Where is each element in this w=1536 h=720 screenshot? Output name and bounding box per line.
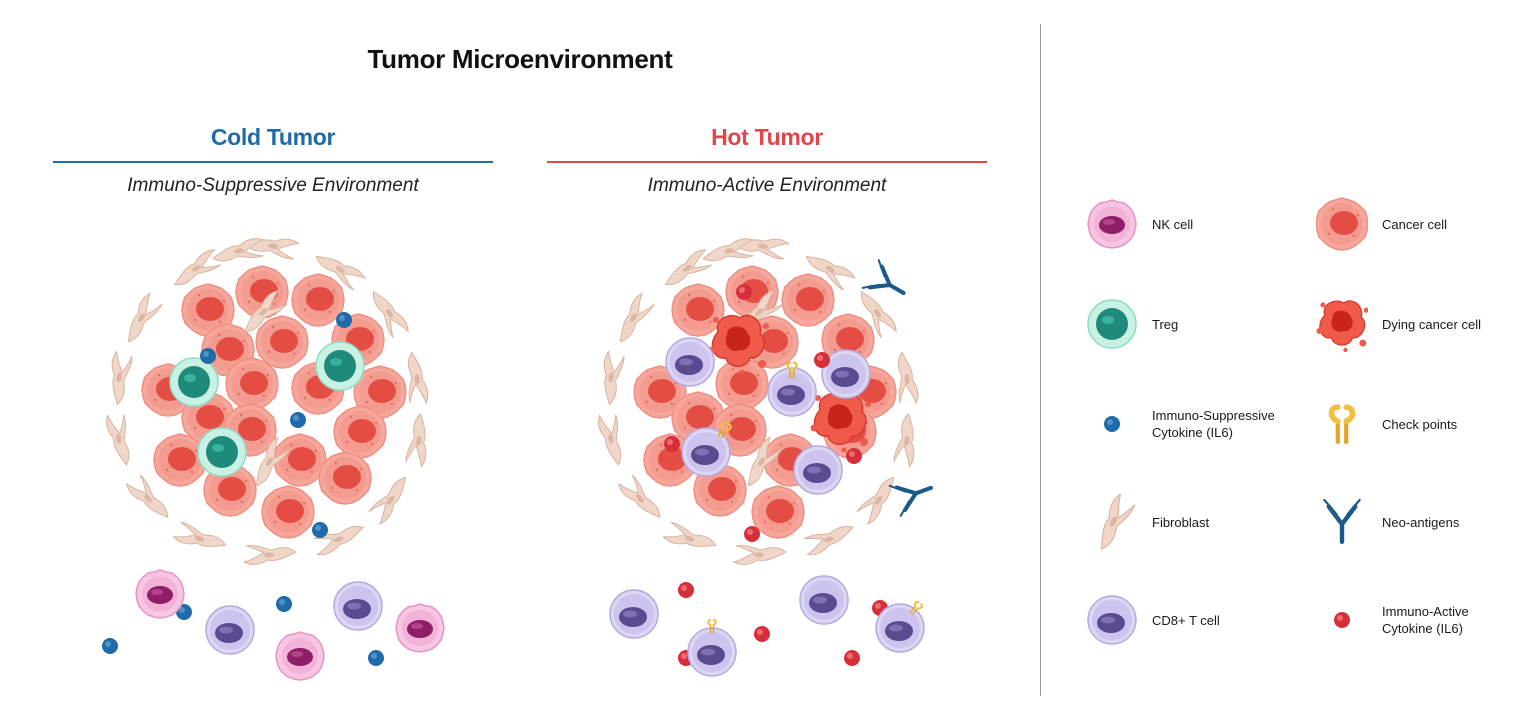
hot-tumor-illustration: [596, 231, 939, 677]
cold-tumor-subtitle: Immuno-Suppressive Environment: [127, 175, 419, 196]
legend-cd8-t-cell: CD8+ T cell: [1086, 592, 1220, 648]
legend-check-points: Check points: [1316, 396, 1457, 452]
legend-dying-cancer-cell: Dying cancer cell: [1316, 296, 1481, 352]
hot-cd8-t-cells-outside: [609, 575, 925, 677]
legend-suppressive-cytokine: Immuno-Suppressive Cytokine (IL6): [1086, 396, 1275, 452]
legend-dying-cancer-cell-label: Dying cancer cell: [1382, 316, 1481, 332]
neo-antigen-icon: [1316, 494, 1368, 550]
tumor-scene: [102, 231, 939, 681]
legend-cd8-t-cell-label: CD8+ T cell: [1152, 612, 1220, 628]
legend-suppressive-cytokine-line1: Immuno-Suppressive: [1152, 408, 1275, 423]
legend-neo-antigens-label: Neo-antigens: [1382, 514, 1460, 530]
legend-active-cytokine-label: Immuno-Active Cytokine (IL6): [1382, 603, 1469, 637]
treg-icon: [1087, 299, 1137, 349]
cold-tumor-rule: [53, 161, 493, 163]
legend-check-points-label: Check points: [1382, 416, 1458, 432]
legend-nk-cell-label: NK cell: [1152, 216, 1194, 232]
cold-tumor-title: Cold Tumor: [210, 124, 336, 150]
hot-tumor-title: Hot Tumor: [711, 124, 823, 150]
cold-nk-cells: [135, 569, 445, 681]
fibroblast-icon: [1089, 494, 1137, 550]
legend-suppressive-cytokine-line2: Cytokine (IL6): [1152, 425, 1233, 440]
cytokine-suppressive-icon: [1104, 416, 1120, 432]
hot-tumor-header: Hot Tumor Immuno-Active Environment: [547, 124, 987, 197]
cold-tumor-header: Cold Tumor Immuno-Suppressive Environmen…: [53, 124, 493, 197]
legend-treg-label: Treg: [1152, 316, 1179, 332]
legend-fibroblast: Fibroblast: [1086, 494, 1209, 550]
dying-cancer-cell-icon: [1316, 300, 1368, 352]
legend-active-cytokine-line2: Cytokine (IL6): [1382, 621, 1463, 636]
cold-tumor-illustration: [102, 231, 445, 681]
legend-active-cytokine: Immuno-Active Cytokine (IL6): [1316, 592, 1469, 648]
check-point-icon: [1316, 396, 1368, 452]
cytokine-active-icon: [1334, 612, 1350, 628]
hot-tumor-subtitle: Immuno-Active Environment: [647, 175, 887, 196]
panel-divider: [1040, 24, 1041, 696]
legend-cancer-cell-label: Cancer cell: [1382, 216, 1448, 232]
figure-title: Tumor Microenvironment: [367, 44, 673, 74]
cd8-t-cell-icon: [1087, 595, 1137, 645]
legend-nk-cell: NK cell: [1086, 196, 1193, 252]
legend-neo-antigens: Neo-antigens: [1316, 494, 1459, 550]
legend-suppressive-cytokine-label: Immuno-Suppressive Cytokine (IL6): [1152, 407, 1275, 441]
legend-treg: Treg: [1086, 296, 1178, 352]
legend-active-cytokine-line1: Immuno-Active: [1382, 604, 1469, 619]
hot-tumor-rule: [547, 161, 987, 163]
nk-cell-icon: [1087, 199, 1137, 249]
cancer-cell-icon: [1316, 197, 1368, 251]
legend-fibroblast-label: Fibroblast: [1152, 514, 1210, 530]
legend-cancer-cell: Cancer cell: [1316, 196, 1447, 252]
